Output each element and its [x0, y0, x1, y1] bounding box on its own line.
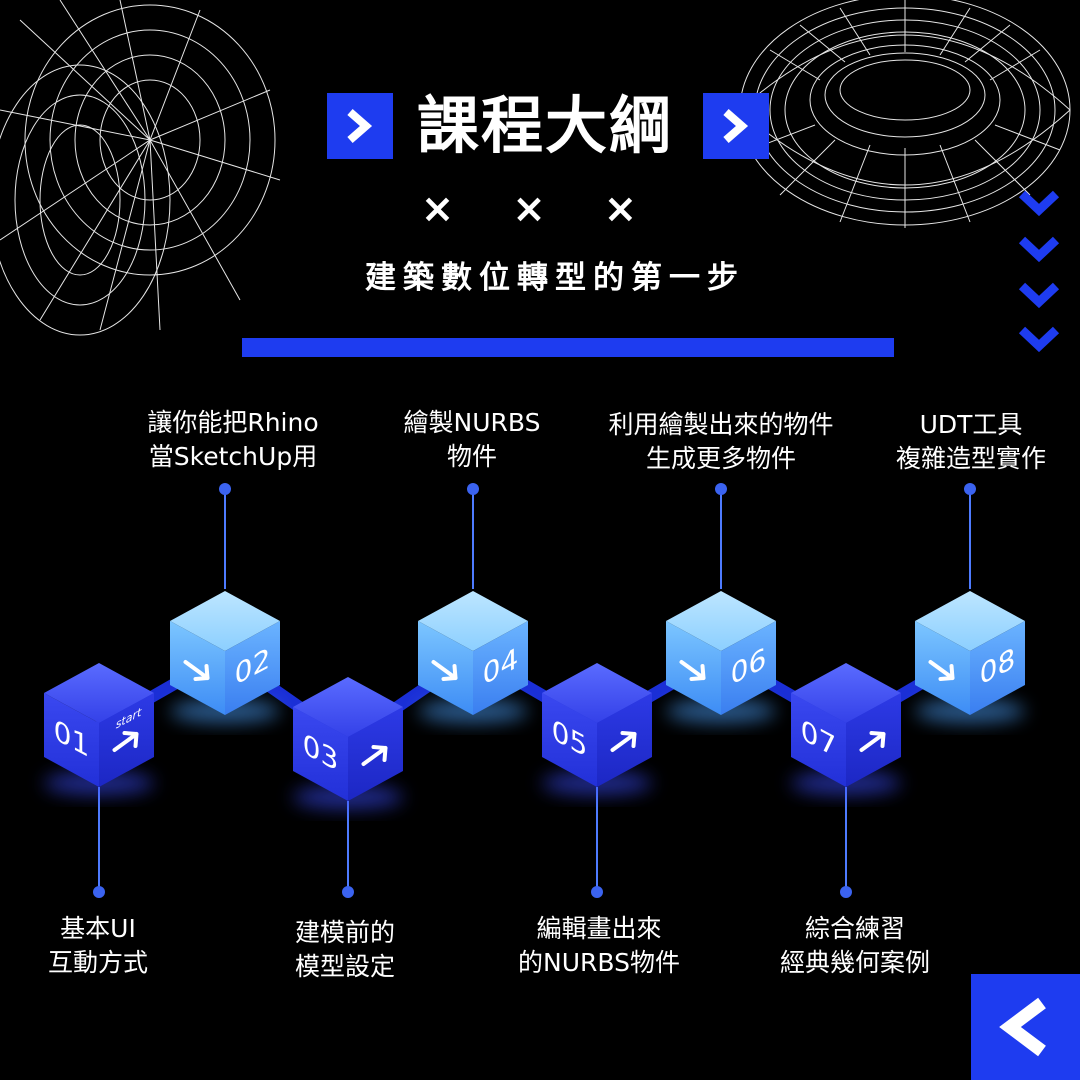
step-cube-02: 02: [170, 591, 280, 723]
arrow-icon: [112, 731, 139, 752]
step-04-label: 繪製NURBS 物件: [403, 408, 541, 471]
chevron-down-icon: [1018, 234, 1060, 274]
accent-bar: [242, 338, 894, 357]
pin-dot: [342, 886, 354, 898]
pin-dot: [591, 886, 603, 898]
torus-wireframe: [739, 0, 1071, 228]
pin-dot: [840, 886, 852, 898]
arrow-icon: [610, 731, 637, 752]
step-05-label: 編輯畫出來 的NURBS物件: [518, 914, 680, 977]
step-03-label: 建模前的 模型設定: [294, 918, 395, 981]
step-cube-08: 08: [915, 591, 1025, 723]
step-cube-04: 04: [418, 591, 528, 723]
step-01-label: 基本UI 互動方式: [47, 914, 148, 977]
pin-dot: [964, 483, 976, 495]
arrow-icon: [679, 660, 706, 681]
arrow-icon: [928, 660, 955, 681]
multiplier-marks: × × ×: [420, 186, 660, 232]
arrow-icon: [183, 660, 210, 681]
pin-dot: [93, 886, 105, 898]
step-07-label: 綜合練習 經典幾何案例: [779, 914, 930, 977]
page-title: 課程大綱: [416, 89, 673, 162]
step-06-label: 利用繪製出來的物件 生成更多物件: [608, 410, 834, 473]
step-cube-06: 06: [666, 591, 776, 723]
arrow-icon: [859, 731, 886, 752]
back-button[interactable]: [971, 974, 1080, 1080]
arrow-icon: [361, 745, 388, 766]
chevron-left-icon: [998, 997, 1046, 1057]
title-row: 課程大綱: [0, 88, 1080, 164]
pin-dot: [467, 483, 479, 495]
pin-dot: [219, 483, 231, 495]
wireframe-shape-left: [0, 0, 281, 336]
chevron-right-icon: [703, 93, 769, 159]
step-08-label: UDT工具 複雜造型實作: [895, 410, 1046, 473]
chevron-down-icon: [1018, 324, 1060, 364]
step-cube-05: 05: [542, 663, 652, 795]
pin-dot: [715, 483, 727, 495]
chevron-right-icon: [327, 93, 393, 159]
subtitle: 建築數位轉型的第一步: [365, 260, 745, 296]
chevron-down-icon: [1018, 280, 1060, 320]
arrow-icon: [431, 660, 458, 681]
step-cube-07: 07: [791, 663, 901, 795]
step-cube-03: 03: [293, 677, 403, 809]
chevron-down-icon: [1018, 188, 1060, 228]
step-02-label: 讓你能把Rhino 當SketchUp用: [147, 408, 319, 471]
